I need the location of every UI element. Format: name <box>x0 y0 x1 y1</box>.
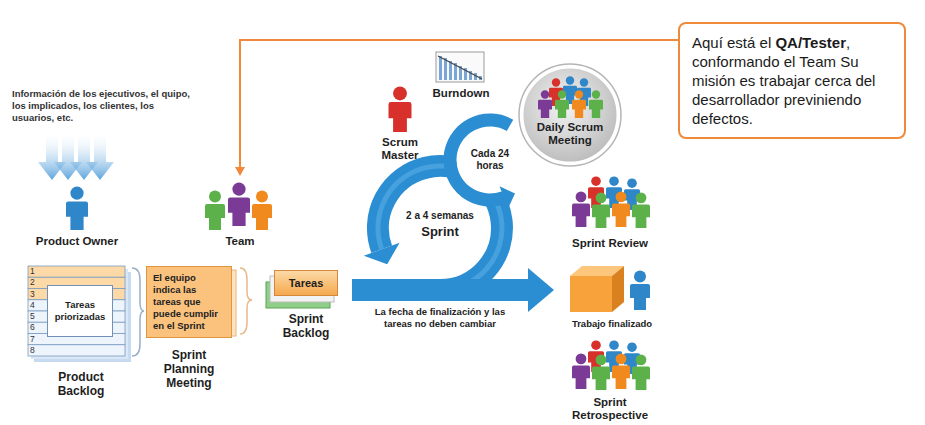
node-label: Tareas priorizadas <box>50 299 110 323</box>
node-label: Sprint Retrospective <box>565 396 655 422</box>
row-number: 6 <box>30 322 44 333</box>
team-figure: Sprint Retrospective <box>558 338 662 422</box>
node-label: Aquí está el <box>692 34 771 51</box>
row-number: 3 <box>30 289 44 300</box>
done-work: Trabajo finalizado <box>556 258 668 330</box>
daily-loop <box>450 120 524 209</box>
burndown-icon <box>436 52 484 82</box>
connector-line <box>352 279 536 301</box>
role-figure: Product Owner <box>20 184 134 248</box>
node-label: Daily Scrum Meeting <box>533 121 607 147</box>
node-label: Product Owner <box>36 235 118 248</box>
row-number: 2 <box>30 277 44 288</box>
team-figure: Sprint Review <box>560 174 660 250</box>
backlog-rows <box>28 266 144 362</box>
backlog-stack: Product Backlog Tareas priorizadas <box>24 262 138 398</box>
task-card: El equipo indica las tareas que puede cu… <box>146 266 232 338</box>
callout-note: Aquí está elQA/Tester, conformando el Te… <box>678 22 906 139</box>
node-label: QA/Tester <box>775 34 846 51</box>
node-label: Sprint Planning Meeting <box>153 348 225 390</box>
node-label: Product Backlog <box>44 370 118 398</box>
cycle-label: 2 a 4 semanas <box>398 210 482 222</box>
leader-arrow <box>235 40 678 176</box>
cycle-label: Sprint <box>398 224 482 240</box>
priority-box: Tareas priorizadas <box>47 285 113 337</box>
row-number: 1 <box>30 266 44 277</box>
cycle-label: Cada 24 horas <box>464 148 516 172</box>
node-label: Team <box>225 235 254 248</box>
input-arrows <box>38 130 114 180</box>
meeting-illustration <box>519 64 621 166</box>
sprint-backlog: TareasSprint Backlog <box>262 264 350 346</box>
flow-arrow <box>352 268 554 312</box>
team-figure: Team <box>190 178 290 248</box>
row-number: 8 <box>30 345 44 356</box>
team-icon <box>572 340 650 390</box>
team-icon <box>572 176 650 228</box>
node-label: Burndown <box>433 87 490 100</box>
row-number: 7 <box>30 334 44 345</box>
task-card: Tareas <box>274 270 338 296</box>
team-icon <box>205 183 272 230</box>
role-figure: Scrum Master <box>362 84 438 162</box>
row-number: 4 <box>30 300 44 311</box>
node-label: Tareas <box>289 277 324 290</box>
cube-icon <box>570 266 650 312</box>
node-label: Scrum Master <box>370 136 430 162</box>
node-label: Sprint Review <box>572 237 648 250</box>
meeting-circle: Daily Scrum Meeting <box>522 67 618 163</box>
planning-box: El equipo indica las tareas que puede cu… <box>140 264 238 392</box>
node-label: Sprint Backlog <box>276 312 336 340</box>
source-note: Información de los ejecutivos, el quipo,… <box>12 88 190 124</box>
row-number: 5 <box>30 311 44 322</box>
person-icon <box>389 87 412 132</box>
flow-note: La fecha de finalización y las tareas no… <box>362 306 518 330</box>
burndown-chart: Burndown <box>428 50 494 100</box>
person-icon <box>66 187 88 230</box>
node-label: Trabajo finalizado <box>572 318 652 330</box>
connector-line <box>240 40 678 170</box>
arrow-head <box>235 167 245 176</box>
node-label: El equipo indica las tareas que puede cu… <box>153 272 225 332</box>
arrow-head <box>528 268 554 312</box>
